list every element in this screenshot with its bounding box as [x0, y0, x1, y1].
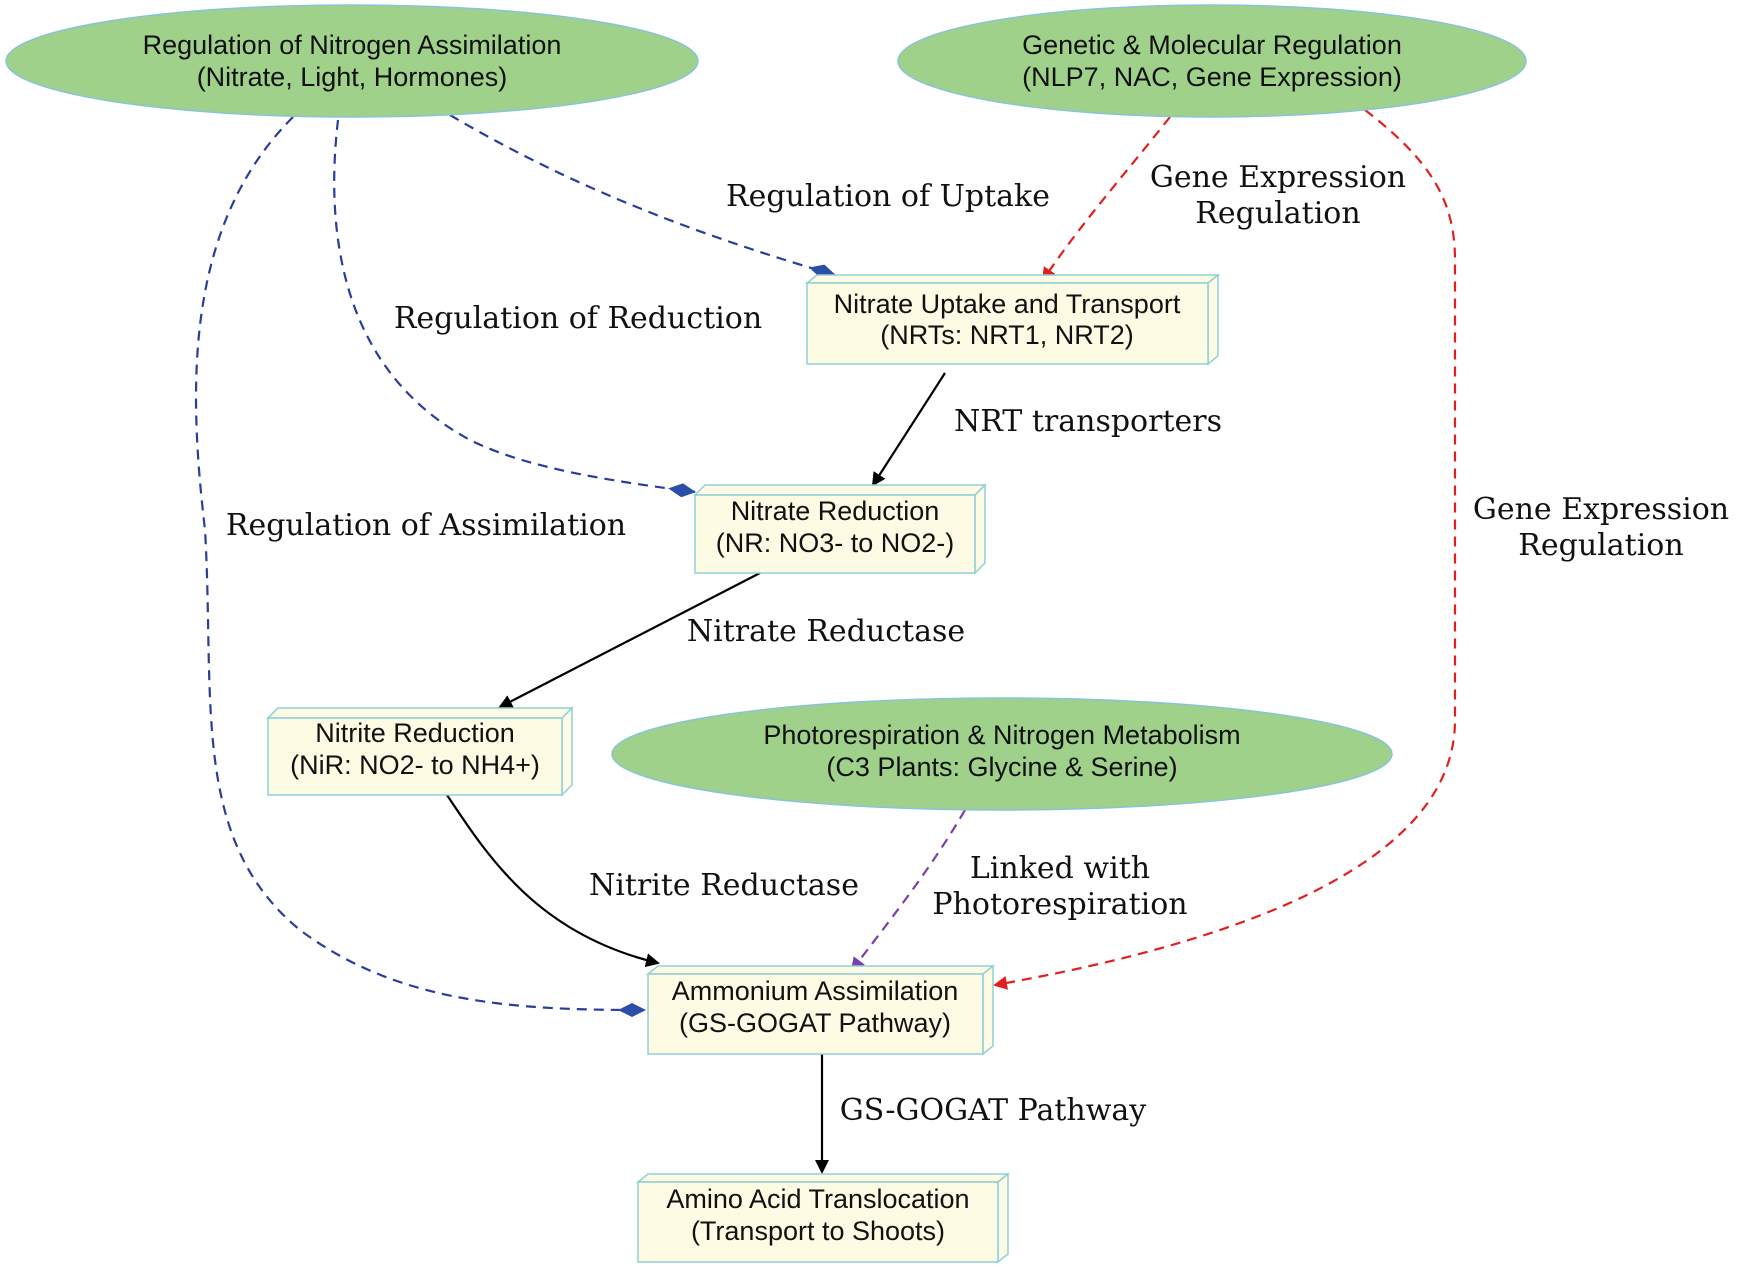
node-ammonium-assimilation-line2: (GS-GOGAT Pathway) [679, 1008, 951, 1038]
node-regulation-nitrogen-line2: (Nitrate, Light, Hormones) [197, 62, 508, 92]
label-nitrite-reductase: Nitrite Reductase [589, 868, 859, 903]
edge-photorespiration [850, 809, 966, 972]
node-regulation-nitrogen: Regulation of Nitrogen Assimilation (Nit… [5, 4, 699, 118]
node-photorespiration-line2: (C3 Plants: Glycine & Serine) [826, 752, 1177, 782]
edge-gene-uptake [1041, 116, 1171, 282]
node-photorespiration-line1: Photorespiration & Nitrogen Metabolism [763, 720, 1240, 750]
label-regulation-assimilation: Regulation of Assimilation [226, 508, 626, 543]
node-ammonium-assimilation-line1: Ammonium Assimilation [672, 976, 959, 1006]
node-nitrate-uptake-line2: (NRTs: NRT1, NRT2) [880, 320, 1134, 350]
label-regulation-uptake: Regulation of Uptake [726, 179, 1050, 214]
node-nitrate-uptake: Nitrate Uptake and Transport (NRTs: NRT1… [804, 273, 1221, 366]
edge-regulation-reduction [333, 119, 696, 498]
label-nrt-transporters: NRT transporters [954, 404, 1222, 439]
node-regulation-nitrogen-line1: Regulation of Nitrogen Assimilation [143, 30, 562, 60]
label-gene-expression-uptake-line1: Gene Expression [1150, 160, 1406, 195]
label-regulation-reduction: Regulation of Reduction [394, 301, 762, 336]
edge-gene-ammonium [993, 109, 1457, 990]
node-nitrite-reduction-line1: Nitrite Reduction [315, 718, 515, 748]
label-gene-expression-ammonium-line1: Gene Expression [1473, 492, 1729, 527]
label-gene-expression-uptake-line2: Regulation [1195, 196, 1360, 231]
label-nitrate-reductase: Nitrate Reductase [687, 614, 965, 649]
label-photorespiration-line2: Photorespiration [932, 887, 1187, 922]
node-nitrate-reduction-line1: Nitrate Reduction [731, 496, 940, 526]
node-nitrate-reduction: Nitrate Reduction (NR: NO3- to NO2-) [693, 483, 987, 575]
node-photorespiration: Photorespiration & Nitrogen Metabolism (… [611, 697, 1393, 811]
label-photorespiration-line1: Linked with [970, 851, 1150, 886]
edge-nrt [871, 372, 946, 487]
edge-nitrate-reductase [498, 572, 761, 708]
node-genetic-regulation-line1: Genetic & Molecular Regulation [1022, 30, 1402, 60]
label-gs-gogat-pathway: GS-GOGAT Pathway [840, 1093, 1147, 1128]
node-nitrate-uptake-line1: Nitrate Uptake and Transport [834, 289, 1181, 319]
node-nitrite-reduction-line2: (NiR: NO2- to NH4+) [290, 750, 540, 780]
node-nitrite-reduction: Nitrite Reduction (NiR: NO2- to NH4+) [266, 706, 574, 797]
node-nitrate-reduction-line2: (NR: NO3- to NO2-) [716, 528, 955, 558]
node-amino-acid-translocation-line2: (Transport to Shoots) [691, 1216, 945, 1246]
node-amino-acid-translocation-line1: Amino Acid Translocation [666, 1184, 969, 1214]
node-amino-acid-translocation: Amino Acid Translocation (Transport to S… [635, 1172, 1011, 1264]
node-ammonium-assimilation: Ammonium Assimilation (GS-GOGAT Pathway) [645, 964, 996, 1056]
node-genetic-regulation: Genetic & Molecular Regulation (NLP7, NA… [897, 4, 1527, 118]
label-gene-expression-ammonium-line2: Regulation [1518, 528, 1683, 563]
node-genetic-regulation-line2: (NLP7, NAC, Gene Expression) [1022, 62, 1402, 92]
edge-regulation-uptake [449, 114, 836, 279]
edge-nitrite-reductase [446, 794, 660, 968]
edge-regulation-assimilation [194, 116, 646, 1017]
